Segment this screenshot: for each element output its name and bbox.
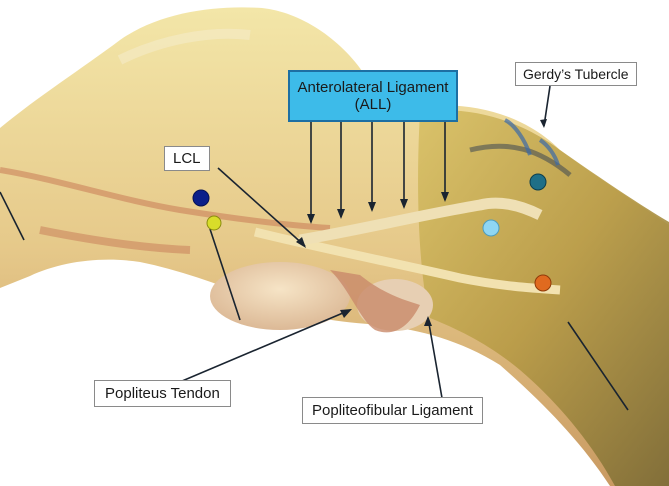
tibia-shape [418, 110, 669, 486]
pin-teal [529, 173, 547, 191]
label-anterolateral-ligament: Anterolateral Ligament (ALL) [288, 70, 458, 122]
condyle-left [210, 262, 350, 330]
label-popliteus-tendon: Popliteus Tendon [94, 380, 231, 408]
pin-orange [534, 274, 552, 292]
label-all-line2: (ALL) [354, 96, 392, 113]
leader-lines [0, 85, 629, 411]
lcl-band [253, 227, 561, 295]
label-gerdys-tubercle: Gerdy’s Tubercle [515, 62, 637, 87]
pin-dark-blue [192, 189, 210, 207]
pin-yellow [206, 215, 222, 231]
label-popliteofibular-ligament: Popliteofibular Ligament [302, 397, 483, 425]
all-band [299, 197, 543, 246]
arrowheads [296, 119, 547, 326]
label-lcl: LCL [164, 146, 210, 172]
pin-light-blue [482, 219, 500, 237]
label-all-line1: Anterolateral Ligament [297, 78, 449, 96]
popliteus-region [330, 270, 420, 333]
